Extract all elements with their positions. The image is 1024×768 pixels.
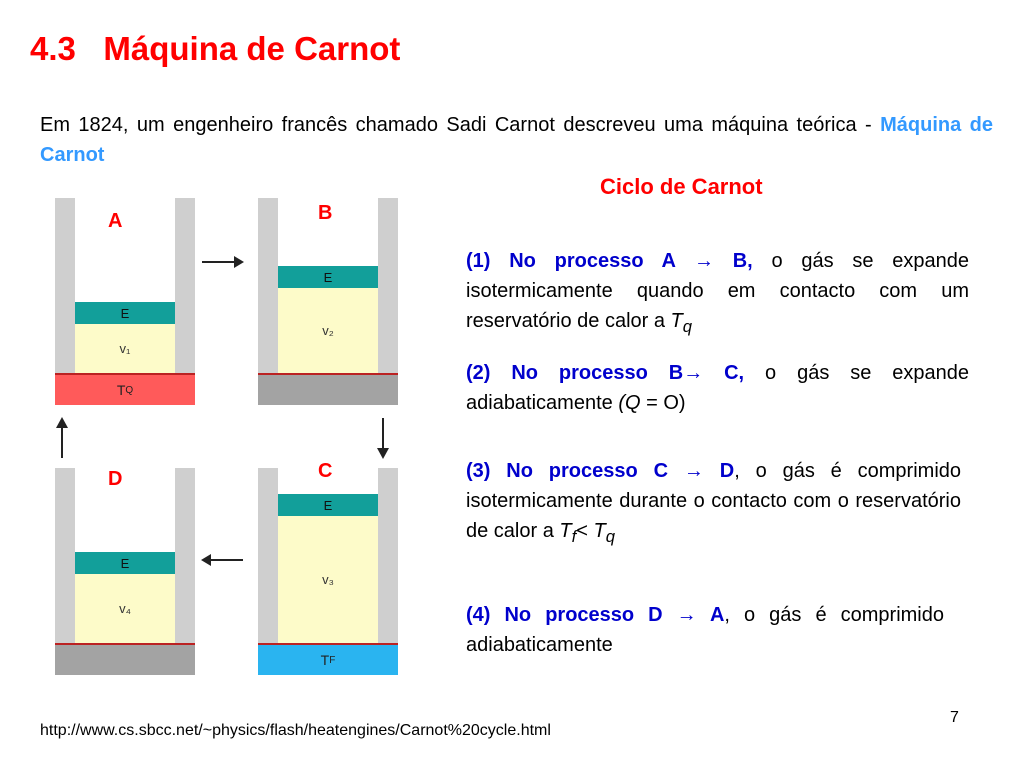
piston-wall [258,198,278,405]
piston-wall [55,468,75,675]
intro-paragraph: Em 1824, um engenheiro francês chamado S… [40,110,993,170]
process-text: o gás se expande isotermicamente quando … [466,250,969,332]
label-b: B [318,202,333,224]
reservoir-subscript: F [329,654,336,666]
piston-block: E [278,266,378,288]
label-a: A [108,210,123,232]
piston-wall [55,198,75,405]
piston-wall [175,468,195,675]
cycle-title: Ciclo de Carnot [600,174,763,199]
reservoir-symbol: T [116,382,126,398]
process-3: (3) No processo C → D, o gás é comprimid… [466,456,961,552]
process-heading: (1) No processo A → B, [466,250,753,272]
piston-wall [258,468,278,675]
piston-block: E [75,552,175,574]
process-heading: (3) No processo C → D [466,460,735,482]
process-subscript: q [682,317,693,336]
process-variable-2: T [593,520,606,542]
gas-volume: v₂ [278,288,378,373]
process-variable: T [670,310,683,332]
page-number: 7 [950,709,959,726]
insulating-base [55,643,195,675]
process-text: , o gás é comprimido adiabaticamente [466,604,944,656]
insulating-base [258,373,398,405]
gas-volume: v₃ [278,516,378,643]
label-c: C [318,460,333,482]
slide-title: 4.3 Máquina de Carnot [30,30,401,67]
label-d: D [108,468,123,490]
piston-wall [378,198,398,405]
process-heading: (4) No processo D → A [466,604,725,626]
piston-block: E [278,494,378,516]
process-variable: (Q [618,392,641,414]
arrow-up-icon [56,417,68,458]
process-4: (4) No processo D → A, o gás é comprimid… [466,600,944,660]
process-2: (2) No processo B→ C, o gás se expande a… [466,358,969,418]
piston-block: E [75,302,175,324]
source-url[interactable]: http://www.cs.sbcc.net/~physics/flash/he… [40,722,551,739]
process-variable: T [559,520,572,542]
piston-d: E v₄ [55,468,195,675]
intro-highlight: Máquina de Carnot [40,114,993,166]
gas-volume: v₄ [75,574,175,643]
process-heading: (2) No processo B→ C, [466,362,745,384]
arrow-right-icon [202,256,244,268]
reservoir-symbol: T [320,652,330,668]
intro-text: Em 1824, um engenheiro francês chamado S… [40,114,881,136]
process-subscript: f [571,527,577,546]
gas-volume: v₁ [75,324,175,373]
process-tail: < [576,520,594,542]
reservoir-subscript: Q [125,384,134,396]
process-text: , o gás é comprimido isotermicamente dur… [466,460,962,542]
process-text: o gás se expande adiabaticamente [466,362,969,414]
piston-b: E v₂ [258,198,398,405]
process-tail: = O) [640,392,686,414]
process-subscript-2: q [605,527,615,546]
piston-wall [175,198,195,405]
piston-wall [378,468,398,675]
process-1: (1) No processo A → B, o gás se expande … [466,246,969,342]
arrow-down-icon [377,418,389,459]
arrow-left-icon [201,554,243,566]
